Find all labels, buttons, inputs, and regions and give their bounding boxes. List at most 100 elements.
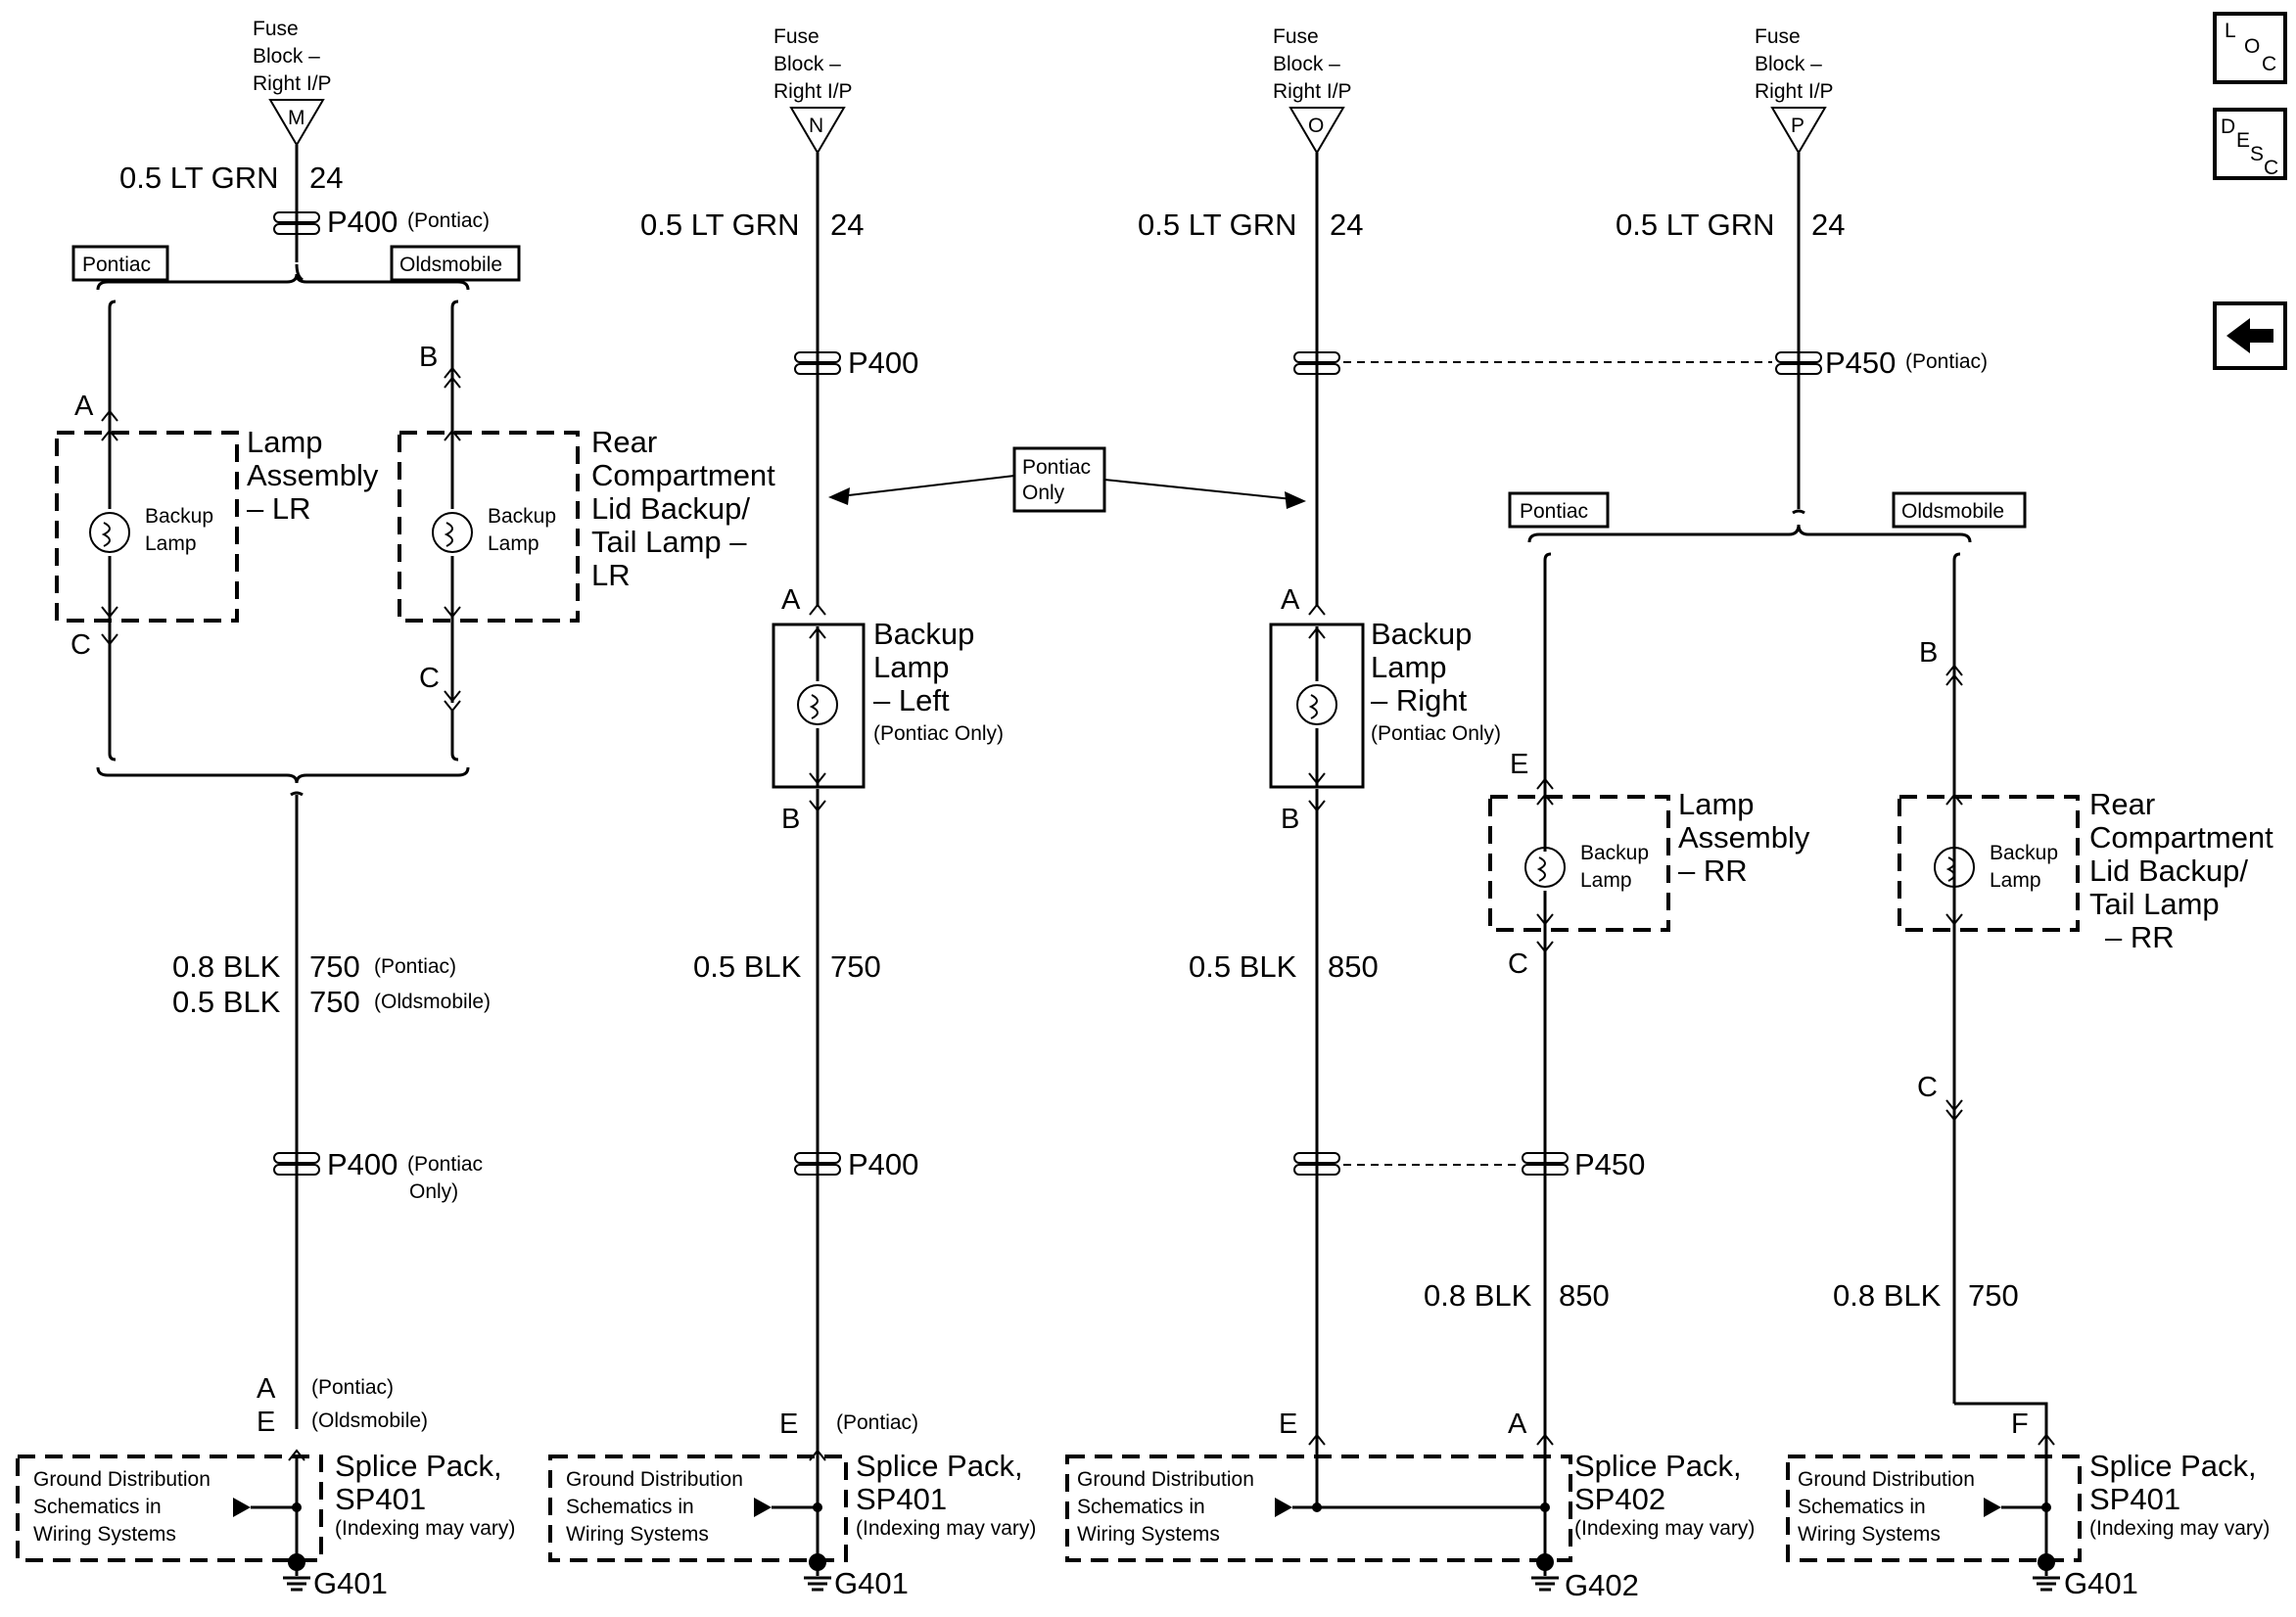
svg-text:Backup: Backup — [488, 505, 556, 528]
tag-pontiac — [1508, 491, 1610, 529]
svg-text:G401: G401 — [2064, 1566, 2138, 1600]
svg-text:B: B — [1281, 804, 1299, 835]
svg-text:C: C — [419, 663, 440, 694]
svg-text:850: 850 — [1559, 1278, 1610, 1313]
svg-text:Fuse: Fuse — [1273, 25, 1319, 48]
svg-text:G402: G402 — [1565, 1568, 1639, 1602]
svg-text:Backup: Backup — [873, 617, 974, 651]
lamp-assembly-lr-box — [55, 431, 239, 623]
svg-text:Ground Distribution: Ground Distribution — [566, 1468, 743, 1491]
svg-text:0.8 BLK: 0.8 BLK — [1424, 1278, 1532, 1313]
svg-text:Oldsmobile: Oldsmobile — [399, 254, 502, 276]
arrow-left-icon — [828, 487, 850, 505]
circuit-column-4: 0.5 LT GRN 24 P450 (Pontiac) Pontiac Old… — [1508, 153, 2027, 561]
circuit-column-rr-lid: B Backup Lamp Rear Compartment Lid Backu… — [1833, 560, 2273, 1458]
svg-text:(Indexing may vary): (Indexing may vary) — [856, 1517, 1036, 1540]
desc-button[interactable]: D E S C — [2213, 108, 2287, 180]
svg-text:24: 24 — [830, 208, 864, 242]
svg-text:Wiring Systems: Wiring Systems — [1077, 1523, 1220, 1546]
circuit-column-rr-lamp: E Backup Lamp Lamp Assembly – RR C P450 … — [1424, 560, 1810, 1458]
svg-text:LR: LR — [591, 558, 631, 592]
connector-p400-icon — [794, 351, 841, 375]
arrow-right-icon — [233, 1498, 251, 1517]
svg-text:Compartment: Compartment — [591, 458, 775, 492]
svg-text:Block –: Block – — [253, 45, 320, 68]
svg-text:E: E — [2236, 129, 2250, 152]
fuse-triangle-icon — [1770, 107, 1827, 155]
svg-text:0.5 BLK: 0.5 BLK — [693, 949, 802, 984]
tag-oldsmobile — [390, 245, 521, 282]
svg-text:24: 24 — [1811, 208, 1845, 242]
svg-text:Compartment: Compartment — [2089, 820, 2273, 855]
splice-pack-sp401-c: Ground Distribution Schematics in Wiring… — [1786, 1449, 2270, 1600]
svg-text:0.5 LT GRN: 0.5 LT GRN — [640, 208, 800, 242]
svg-text:Ground Distribution: Ground Distribution — [33, 1468, 211, 1491]
svg-text:Ground Distribution: Ground Distribution — [1077, 1468, 1254, 1491]
svg-text:SP401: SP401 — [856, 1482, 947, 1516]
svg-text:Lamp: Lamp — [1580, 869, 1632, 892]
ground-icon — [2033, 1576, 2060, 1592]
rear-lid-lamp-rr-box — [1898, 795, 2080, 932]
connector-p400-icon — [273, 211, 320, 235]
svg-text:Only): Only) — [409, 1180, 458, 1203]
svg-text:Rear: Rear — [591, 425, 657, 459]
svg-text:0.8 BLK: 0.8 BLK — [1833, 1278, 1942, 1313]
bulb-icon — [89, 512, 130, 553]
bulb-icon — [1934, 847, 1975, 888]
svg-text:C: C — [70, 629, 91, 661]
svg-text:P450: P450 — [1574, 1147, 1645, 1181]
svg-text:O: O — [1308, 115, 1324, 137]
circuit-column-1: 0.5 LT GRN 24 P400 (Pontiac) Pontiac Old… — [55, 145, 775, 1461]
splice-pack-sp401-a: Ground Distribution Schematics in Wiring… — [16, 1449, 515, 1600]
svg-text:(Oldsmobile): (Oldsmobile) — [311, 1409, 428, 1432]
svg-text:– LR: – LR — [247, 491, 310, 526]
svg-text:G401: G401 — [313, 1566, 388, 1600]
connector-p450-icon — [1775, 351, 1822, 375]
svg-text:Ground Distribution: Ground Distribution — [1798, 1468, 1975, 1491]
svg-text:E: E — [779, 1409, 798, 1440]
bulb-icon — [1296, 684, 1337, 725]
svg-text:A: A — [74, 391, 94, 422]
svg-text:Schematics in: Schematics in — [33, 1496, 162, 1518]
svg-text:C: C — [1917, 1072, 1938, 1103]
svg-text:Wiring Systems: Wiring Systems — [1798, 1523, 1941, 1546]
svg-text:(Indexing may vary): (Indexing may vary) — [335, 1517, 515, 1540]
svg-text:Backup: Backup — [1990, 842, 2058, 864]
svg-text:Fuse: Fuse — [253, 18, 299, 40]
svg-text:P: P — [1791, 115, 1804, 137]
svg-text:Splice Pack,: Splice Pack, — [1574, 1449, 1742, 1483]
svg-text:750: 750 — [309, 949, 360, 984]
svg-text:Backup: Backup — [145, 505, 213, 528]
svg-text:Splice Pack,: Splice Pack, — [2089, 1449, 2257, 1483]
fuse-triangle-icon — [789, 107, 846, 155]
svg-text:(Pontiac): (Pontiac) — [1905, 350, 1988, 373]
svg-text:A: A — [1281, 584, 1300, 616]
svg-text:Lid Backup/: Lid Backup/ — [591, 491, 750, 526]
svg-text:C: C — [2262, 53, 2276, 75]
back-button[interactable] — [2213, 301, 2287, 370]
svg-text:– Left: – Left — [873, 683, 950, 717]
svg-text:SP402: SP402 — [1574, 1482, 1665, 1516]
svg-text:SP401: SP401 — [2089, 1482, 2180, 1516]
svg-text:A: A — [257, 1373, 276, 1405]
svg-text:S: S — [2250, 143, 2264, 165]
svg-text:Only: Only — [1022, 482, 1065, 504]
svg-text:B: B — [419, 342, 438, 373]
svg-text:(Indexing may vary): (Indexing may vary) — [1574, 1517, 1755, 1540]
svg-text:Block –: Block – — [1755, 53, 1822, 75]
svg-text:A: A — [781, 584, 801, 616]
arrow-right-icon — [1275, 1498, 1292, 1517]
svg-text:Lid Backup/: Lid Backup/ — [2089, 854, 2248, 888]
svg-text:G401: G401 — [834, 1566, 909, 1600]
svg-text:(Oldsmobile): (Oldsmobile) — [374, 991, 491, 1013]
fuse-triangle-icon — [1289, 107, 1345, 155]
svg-text:Splice Pack,: Splice Pack, — [335, 1449, 502, 1483]
svg-text:Assembly: Assembly — [247, 458, 379, 492]
svg-text:SP401: SP401 — [335, 1482, 426, 1516]
splice-pack-sp401-b: Ground Distribution Schematics in Wiring… — [548, 1449, 1036, 1600]
svg-text:Fuse: Fuse — [1755, 25, 1801, 48]
svg-text:(Pontiac: (Pontiac — [407, 1153, 483, 1176]
loc-button[interactable]: L O C — [2213, 12, 2287, 84]
bulb-icon — [797, 684, 838, 725]
